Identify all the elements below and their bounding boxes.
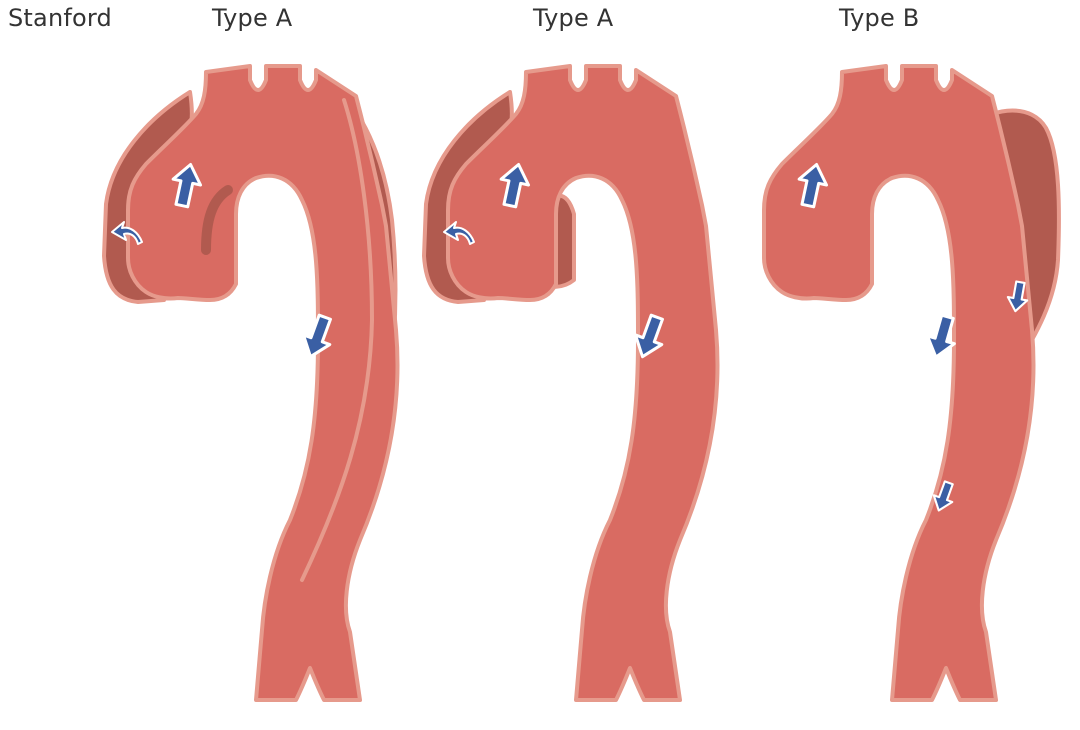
panel-1-aorta <box>102 64 400 702</box>
panel-1-type-label: Type A <box>212 4 293 32</box>
panel-2-aorta <box>422 64 720 702</box>
panel-3-type-label: Type B <box>839 4 920 32</box>
panel-2-type-label: Type A <box>533 4 614 32</box>
classification-system-label: Stanford <box>8 4 112 32</box>
panel-1-intimal-flap <box>300 98 375 582</box>
panel-3-aorta <box>762 64 1061 702</box>
